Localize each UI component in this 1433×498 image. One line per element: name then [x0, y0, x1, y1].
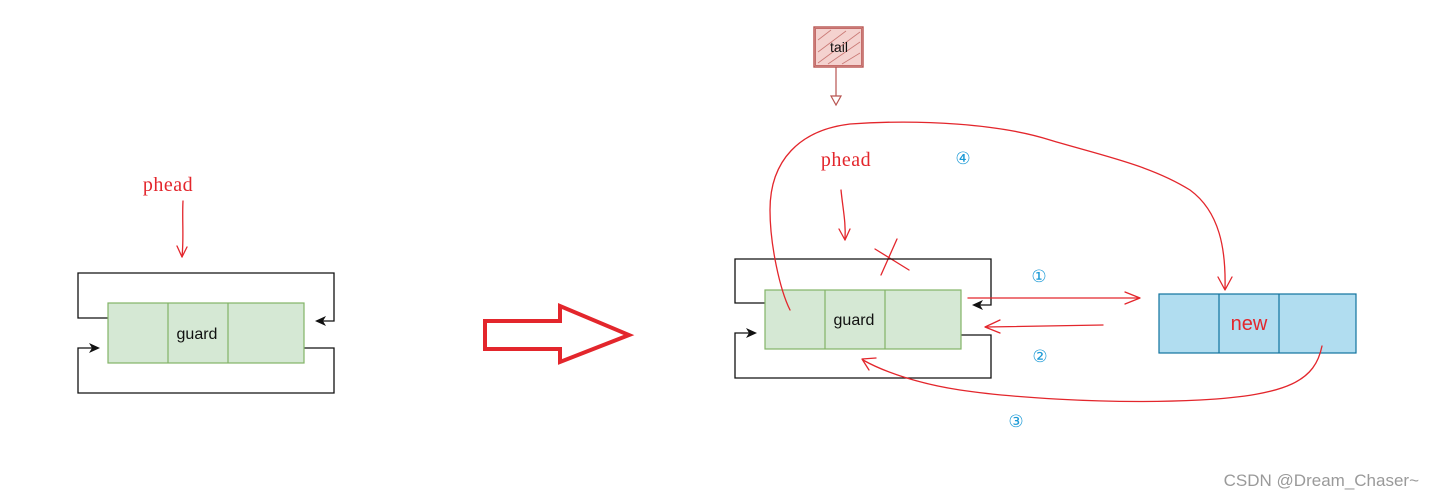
tail-label: tail	[830, 39, 848, 55]
step-4-arrow-curve	[769, 121, 1226, 311]
phead-arrow	[838, 189, 851, 241]
step-3-arrow-head	[861, 357, 877, 371]
new-node-box	[1158, 293, 1357, 354]
tail-pointer: tail	[813, 26, 864, 107]
hatch-line	[817, 30, 847, 53]
step-3-arrow-curve	[862, 345, 1323, 403]
step-3-number: ③	[1008, 412, 1023, 432]
after-diagram: tail phead guard	[734, 26, 1357, 432]
before-diagram: phead guard	[77, 174, 335, 394]
hatch-line	[817, 31, 861, 64]
step-2-arrow	[984, 319, 1104, 334]
tail-arrow-head	[829, 95, 843, 107]
step-4-arrow	[769, 121, 1233, 311]
next-loop-line	[77, 347, 335, 394]
cross-stroke	[880, 238, 898, 276]
step-2-number: ②	[1032, 347, 1047, 367]
phead-label: phead	[143, 174, 193, 196]
hatch-line	[841, 52, 861, 65]
guard-node: guard	[107, 302, 305, 364]
guard-node-box	[764, 289, 962, 350]
guard-node: guard	[764, 289, 962, 350]
phead-arrow-head	[838, 228, 851, 241]
new-node: new	[1158, 293, 1357, 354]
guard-node-box	[107, 302, 305, 364]
step-4-arrow-head	[1217, 276, 1233, 291]
phead-arrow-shaft	[840, 189, 846, 241]
hatch-line	[817, 29, 832, 41]
phead-arrow	[176, 200, 188, 258]
step-1-number: ①	[1031, 267, 1046, 287]
guard-label: guard	[177, 326, 218, 343]
prev-loop-arrowhead	[972, 300, 983, 310]
guard-label: guard	[834, 312, 875, 329]
prev-loop-line	[734, 258, 992, 306]
step-1-arrow	[967, 291, 1141, 305]
phead-arrow-head	[176, 245, 188, 258]
step-3-arrow	[861, 345, 1323, 403]
watermark: CSDN @Dream_Chaser~	[1224, 471, 1419, 490]
tail-box-sketch-outline	[815, 28, 862, 66]
new-label: new	[1231, 313, 1268, 335]
next-loop-arrowhead	[89, 343, 100, 353]
transition-arrow	[483, 302, 635, 365]
next-loop-line	[734, 332, 992, 379]
step-1-arrow-head	[1124, 291, 1141, 305]
hatch-line	[827, 41, 861, 65]
step-4-number: ④	[955, 149, 970, 169]
next-loop-arrowhead	[746, 328, 757, 338]
tail-box-hatching	[817, 29, 861, 65]
phead-label: phead	[821, 149, 871, 171]
prev-loop-line	[77, 272, 335, 322]
step-2-arrow-shaft	[985, 324, 1104, 328]
step-2-arrow-head	[984, 319, 1001, 334]
phead-arrow-shaft	[181, 200, 184, 258]
cross-out-mark	[874, 238, 910, 276]
prev-loop-arrowhead	[315, 316, 326, 326]
